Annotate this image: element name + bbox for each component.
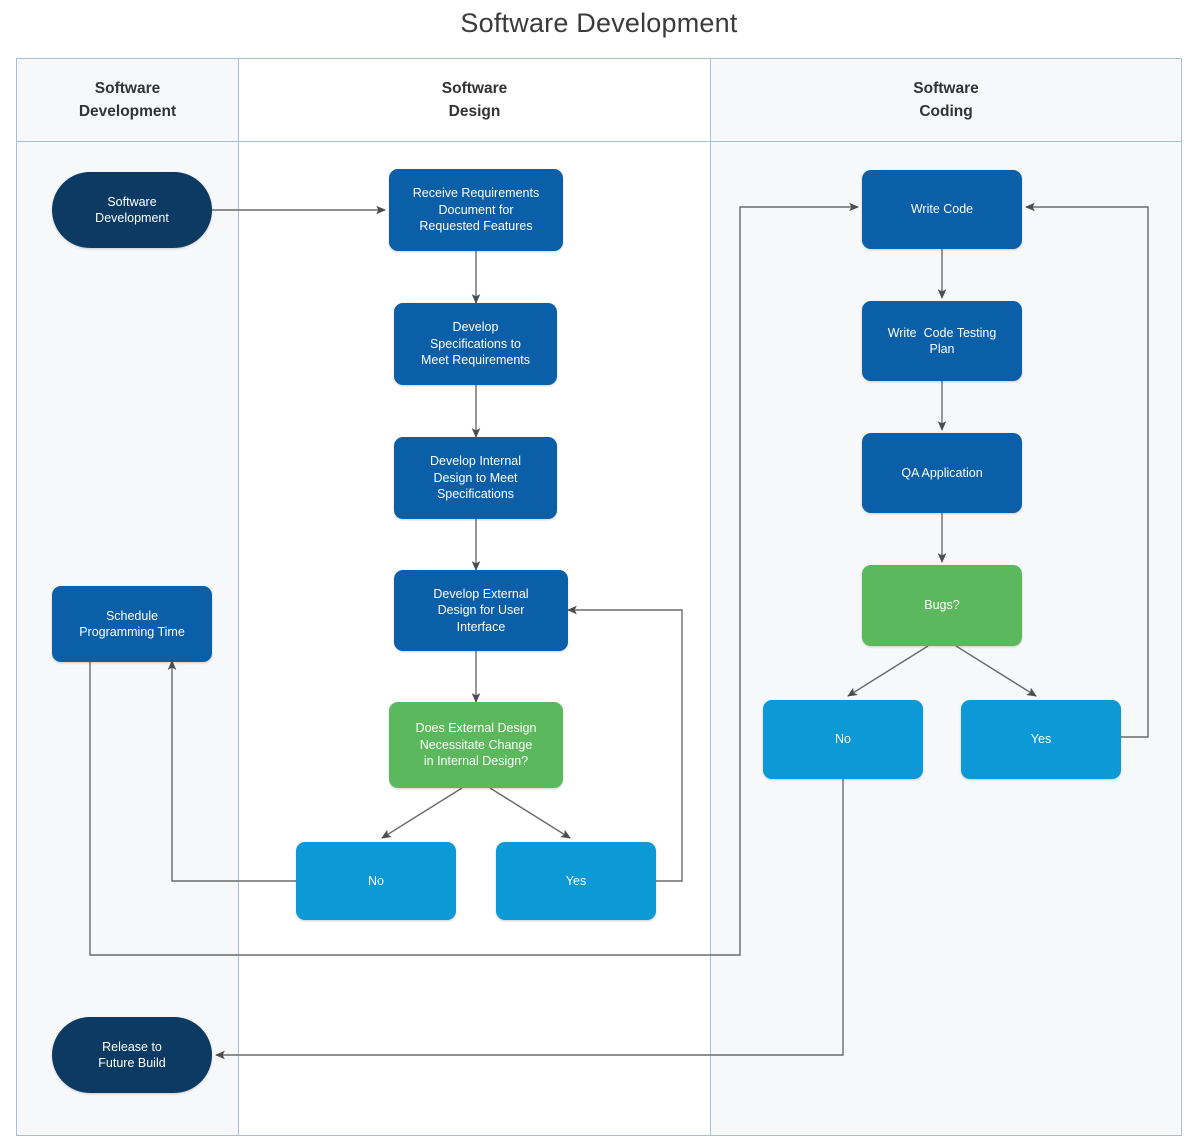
node-develop-internal-design-line3: Specifications <box>436 487 515 502</box>
edge-decision-to-design-no <box>381 787 463 839</box>
node-develop-internal-design-line1: Develop Internal <box>429 454 522 469</box>
node-develop-internal-design-line2: Design to Meet <box>433 470 518 485</box>
node-receive-requirements-line2: Document for <box>438 202 514 217</box>
lane-header-coding-line2: Coding <box>919 103 973 120</box>
node-develop-specifications-line1: Develop <box>452 320 499 335</box>
node-external-design-decision-line1: Does External Design <box>415 721 537 736</box>
edge-coding-no-to-release-to-future-build <box>215 779 844 1060</box>
node-release-to-future-build[interactable]: Release to Future Build <box>52 1017 212 1093</box>
node-receive-requirements-line1: Receive Requirements <box>412 186 540 201</box>
node-coding-no-label: No <box>835 732 851 747</box>
node-qa-application-label: QA Application <box>901 465 983 480</box>
edge-bugs-decision-to-coding-no <box>847 645 929 697</box>
lane-header-development: Software Development <box>17 59 238 142</box>
lane-header-development-line1: Software <box>94 79 161 97</box>
node-write-code[interactable]: Write Code <box>862 170 1022 249</box>
node-receive-requirements[interactable]: Receive Requirements Document for Reques… <box>389 169 563 251</box>
node-software-development-line2: Development <box>95 211 169 225</box>
node-schedule-programming-time-line1: Schedule <box>105 608 159 623</box>
node-design-yes[interactable]: Yes <box>496 842 656 920</box>
node-coding-yes-label: Yes <box>1030 732 1052 747</box>
node-write-code-testing-plan[interactable]: Write Code Testing Plan <box>862 301 1022 381</box>
node-design-no[interactable]: No <box>296 842 456 920</box>
node-release-to-future-build-line2: Future Build <box>98 1056 166 1070</box>
node-schedule-programming-time-line2: Programming Time <box>79 625 185 639</box>
node-design-yes-label: Yes <box>565 873 587 888</box>
node-develop-specifications-line3: Meet Requirements <box>420 353 531 368</box>
node-software-development[interactable]: Software Development <box>52 172 212 248</box>
node-external-design-decision-line2: Necessitate Change <box>419 737 533 752</box>
edge-decision-to-design-yes <box>489 787 571 839</box>
node-schedule-programming-time[interactable]: Schedule Programming Time <box>52 586 212 662</box>
node-receive-requirements-line3: Requested Features <box>419 219 533 234</box>
node-write-code-testing-plan-line2: Plan <box>929 342 955 356</box>
node-develop-specifications-line2: Specifications to <box>429 336 521 351</box>
node-bugs-decision-label: Bugs? <box>924 598 960 613</box>
node-release-to-future-build-line1: Release to <box>102 1039 162 1054</box>
node-design-no-label: No <box>368 873 384 888</box>
edge-coding-yes-to-write-code <box>1025 202 1149 738</box>
node-qa-application[interactable]: QA Application <box>862 433 1022 513</box>
edge-design-yes-to-develop-external-design <box>567 605 683 882</box>
node-bugs-decision[interactable]: Bugs? <box>862 565 1022 646</box>
node-coding-no[interactable]: No <box>763 700 923 779</box>
node-external-design-decision[interactable]: Does External Design Necessitate Change … <box>389 702 563 788</box>
lane-header-design: Software Design <box>238 59 711 142</box>
node-coding-yes[interactable]: Yes <box>961 700 1121 779</box>
node-develop-external-design-line3: Interface <box>456 619 506 634</box>
node-develop-external-design[interactable]: Develop External Design for User Interfa… <box>394 570 568 651</box>
node-develop-internal-design[interactable]: Develop Internal Design to Meet Specific… <box>394 437 557 519</box>
node-develop-external-design-line1: Develop External <box>433 586 529 601</box>
lane-header-coding: Software Coding <box>711 59 1181 142</box>
edge-design-no-to-schedule-programming-time <box>167 660 296 882</box>
lane-header-coding-line1: Software <box>913 79 979 97</box>
node-develop-external-design-line2: Design for User <box>437 603 525 618</box>
lane-header-design-line1: Software <box>441 79 508 97</box>
edge-schedule-programming-time-to-write-code <box>89 202 859 956</box>
lane-header-development-line2: Development <box>78 103 177 120</box>
node-external-design-decision-line3: in Internal Design? <box>423 754 529 769</box>
page-title: Software Development <box>460 8 738 38</box>
edge-bugs-decision-to-coding-yes <box>955 645 1037 697</box>
node-write-code-label: Write Code <box>910 202 974 217</box>
node-software-development-line1: Software <box>107 194 157 209</box>
node-develop-specifications[interactable]: Develop Specifications to Meet Requireme… <box>394 303 557 385</box>
lane-header-design-line2: Design <box>448 103 501 120</box>
node-write-code-testing-plan-line1: Write Code Testing <box>887 325 997 340</box>
